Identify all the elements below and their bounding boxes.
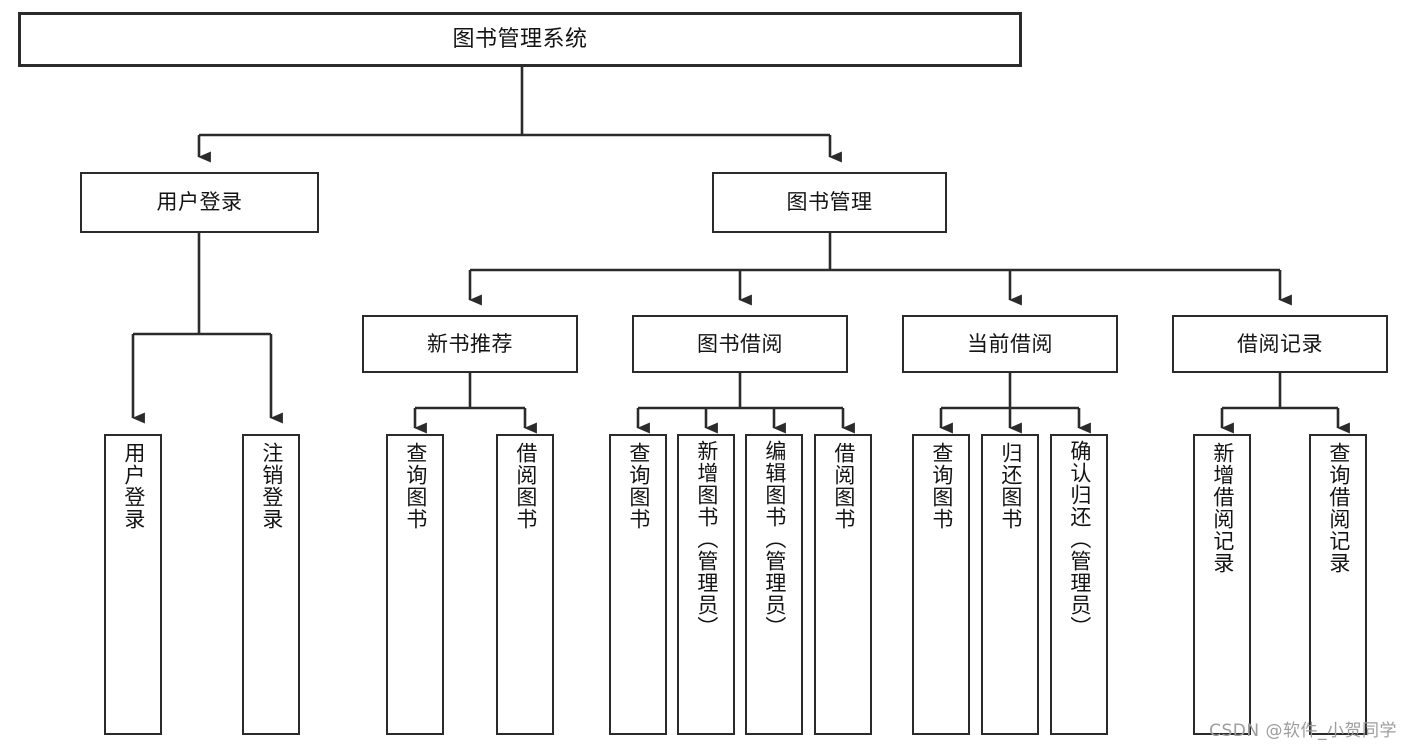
leaf-label: 归还图书 [998,442,1023,530]
leaf-new-book-borrow-book[interactable]: 借阅图书 [496,434,554,735]
node-label: 图书管理 [786,190,873,215]
leaf-label: 查询图书 [403,442,428,530]
leaf-current-borrow-query-book[interactable]: 查询图书 [912,434,970,735]
node-user-login[interactable]: 用户登录 [80,172,319,233]
node-book-management[interactable]: 图书管理 [712,172,947,233]
leaf-label: 查询图书 [929,442,954,530]
node-label: 借阅记录 [1237,331,1323,356]
leaf-label: 确认归还（管理员） [1067,440,1092,638]
leaf-label: 借阅图书 [513,442,538,530]
leaf-label: 新增图书（管理员） [694,440,719,638]
node-label: 新书推荐 [427,331,513,356]
leaf-current-borrow-return-book[interactable]: 归还图书 [981,434,1039,735]
csdn-watermark: CSDN @软件_小贺同学 [1209,721,1397,741]
leaf-label: 用户登录 [121,442,146,530]
leaf-current-borrow-confirm-return-admin[interactable]: 确认归还（管理员） [1050,434,1108,735]
node-label: 图书管理系统 [452,26,588,52]
leaf-label: 借阅图书 [831,442,856,530]
leaf-label: 注销登录 [259,442,284,530]
node-label: 用户登录 [156,190,243,215]
leaf-label: 新增借阅记录 [1210,442,1235,574]
node-book-borrow[interactable]: 图书借阅 [632,315,848,373]
leaf-new-book-query-book[interactable]: 查询图书 [386,434,444,735]
leaf-user-login-login[interactable]: 用户登录 [104,434,162,735]
leaf-book-borrow-add-book-admin[interactable]: 新增图书（管理员） [677,434,735,735]
leaf-borrow-record-query-record[interactable]: 查询借阅记录 [1309,434,1367,735]
leaf-label: 编辑图书（管理员） [762,440,787,638]
leaf-label: 查询图书 [626,442,651,530]
leaf-book-borrow-query-book[interactable]: 查询图书 [609,434,667,735]
leaf-label: 查询借阅记录 [1326,442,1351,574]
node-label: 图书借阅 [697,331,783,356]
leaf-user-login-logout[interactable]: 注销登录 [242,434,300,735]
node-current-borrow[interactable]: 当前借阅 [902,315,1118,373]
node-borrow-record[interactable]: 借阅记录 [1172,315,1388,373]
leaf-book-borrow-borrow-book[interactable]: 借阅图书 [814,434,872,735]
node-label: 当前借阅 [967,331,1053,356]
leaf-book-borrow-edit-book-admin[interactable]: 编辑图书（管理员） [745,434,803,735]
leaf-borrow-record-add-record[interactable]: 新增借阅记录 [1193,434,1251,735]
node-new-book-recommend[interactable]: 新书推荐 [362,315,578,373]
node-root-book-management-system[interactable]: 图书管理系统 [18,12,1022,67]
